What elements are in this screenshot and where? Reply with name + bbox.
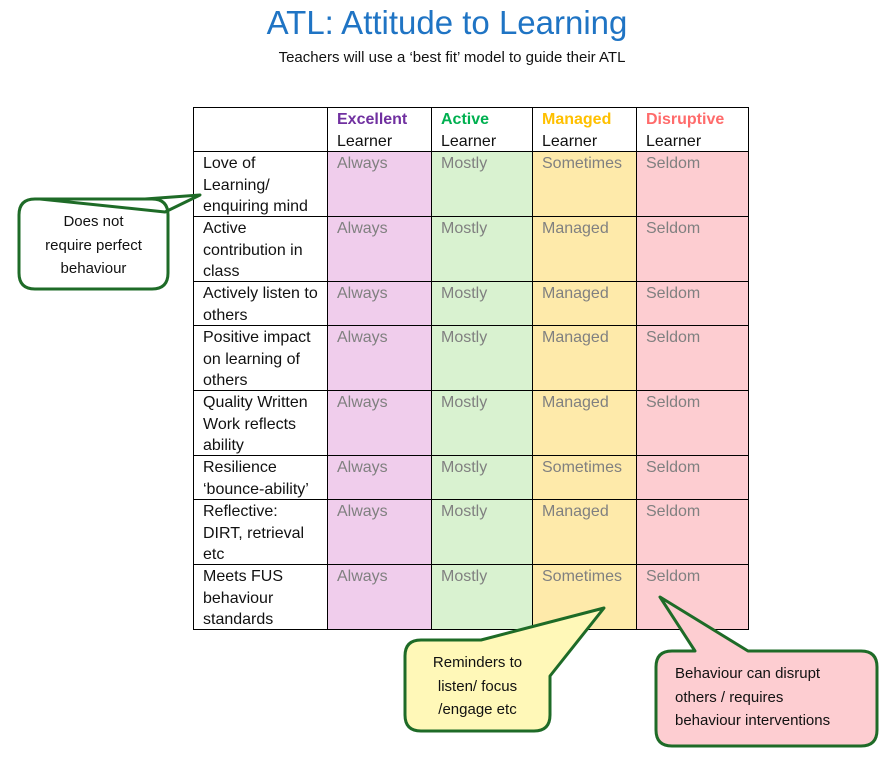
table-cell-disruptive: Seldom xyxy=(636,281,749,326)
table-cell-managed: Managed xyxy=(532,390,637,456)
table-cell-managed: Sometimes xyxy=(532,151,637,217)
column-header-disruptive: Disruptive Learner xyxy=(636,107,749,152)
table-cell-managed: Managed xyxy=(532,499,637,565)
table-cell-managed: Sometimes xyxy=(532,455,637,500)
table-cell-disruptive: Seldom xyxy=(636,390,749,456)
column-name: Active xyxy=(441,111,490,128)
table-cell-managed: Managed xyxy=(532,216,637,282)
callout-left-text: Does not require perfect behaviour xyxy=(45,213,142,277)
table-cell-disruptive: Seldom xyxy=(636,325,749,391)
callout-disruptive-shape xyxy=(654,595,879,748)
page-subtitle: Teachers will use a ‘best fit’ model to … xyxy=(278,49,626,66)
table-cell-managed: Sometimes xyxy=(532,564,637,630)
column-name: Managed xyxy=(542,111,612,128)
table-cell-active: Mostly xyxy=(431,564,533,630)
column-header-excellent: Excellent Learner xyxy=(327,107,432,152)
callout-managed-text: Reminders to listen/ focus /engage etc xyxy=(432,654,523,718)
table-cell-active: Mostly xyxy=(431,455,533,500)
table-cell-excellent: Always xyxy=(327,564,432,630)
table-cell-active: Mostly xyxy=(431,499,533,565)
table-cell-disruptive: Seldom xyxy=(636,216,749,282)
column-suffix: Learner xyxy=(337,132,393,150)
table-cell-excellent: Always xyxy=(327,281,432,326)
table-cell-active: Mostly xyxy=(431,216,533,282)
callout-left-shape xyxy=(17,193,202,291)
column-suffix: Learner xyxy=(646,132,702,150)
column-name: Disruptive xyxy=(646,111,725,128)
callout-managed-shape xyxy=(403,606,606,733)
column-suffix: Learner xyxy=(441,132,497,150)
table-cell-active: Mostly xyxy=(431,151,533,217)
callout-disruptive-text: Behaviour can disrupt others / requires … xyxy=(675,665,831,729)
table-cell-excellent: Always xyxy=(327,499,432,565)
row-label: Actively listen to others xyxy=(193,281,328,326)
table-cell-active: Mostly xyxy=(431,390,533,456)
row-label: Love of Learning/ enquiring mind xyxy=(193,151,328,217)
row-label: Meets FUS behaviour standards xyxy=(193,564,328,630)
column-suffix: Learner xyxy=(542,132,598,150)
column-name: Excellent xyxy=(337,111,408,128)
table-cell-managed: Managed xyxy=(532,281,637,326)
table-cell-excellent: Always xyxy=(327,325,432,391)
page-title: ATL: Attitude to Learning xyxy=(266,4,628,41)
